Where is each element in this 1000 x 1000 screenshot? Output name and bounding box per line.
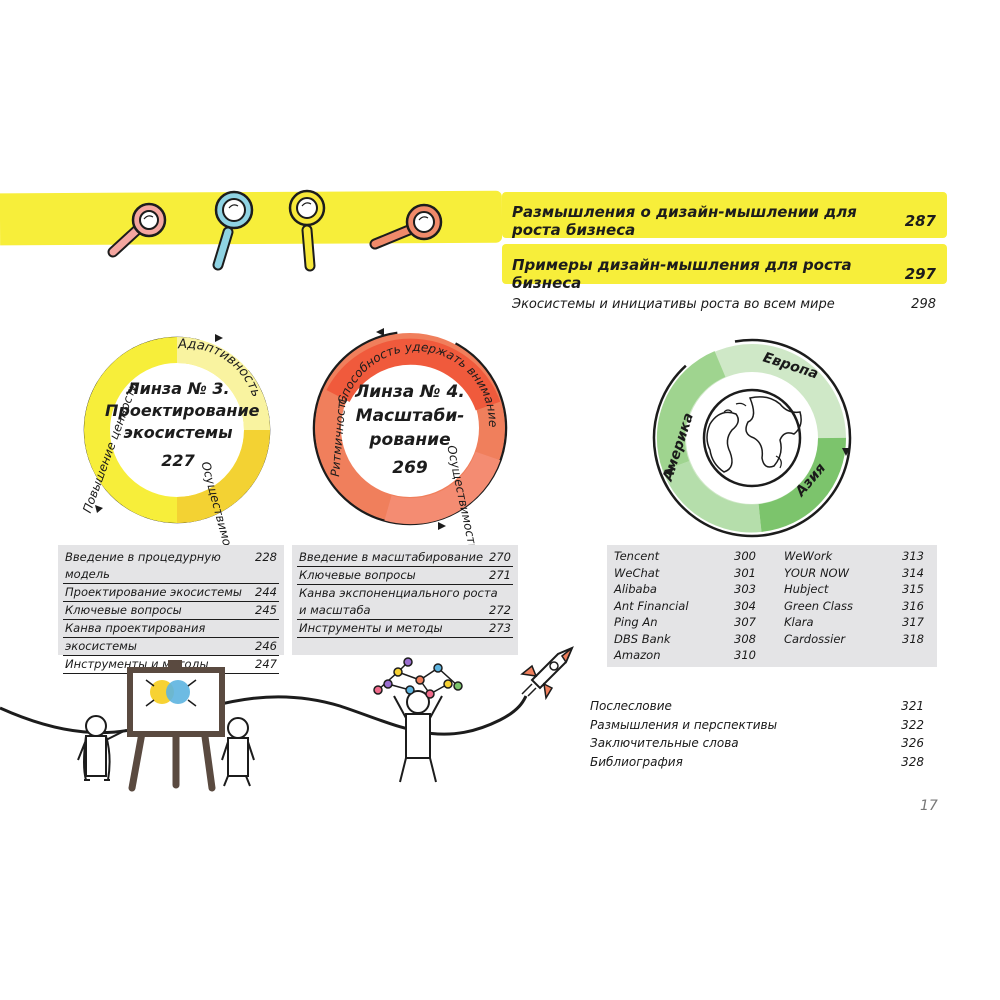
- lens4-title-line3: рование: [369, 430, 451, 450]
- lens3-title-line2: Проектирование: [105, 401, 260, 420]
- lens4-title[interactable]: Линза № 4. Масштаби- рование 269: [340, 380, 480, 480]
- magnifier-row: [107, 189, 443, 272]
- toc-entry-page: 297: [904, 265, 936, 283]
- easel-icon: [127, 660, 225, 792]
- stick-figure-icon: [393, 690, 443, 783]
- lens4-title-line1: Линза № 4.: [355, 382, 465, 402]
- companies-box: [607, 545, 937, 667]
- stick-figure-icon: [77, 715, 127, 781]
- bottom-illustration: [0, 657, 528, 792]
- magnifier-icon: [212, 190, 254, 271]
- lens3-page: 227: [161, 451, 195, 470]
- lens3-ring: Адаптивность: [83, 334, 271, 524]
- network-icon: [373, 657, 463, 699]
- page-number: 17: [920, 798, 938, 814]
- toc-entry-title: Размышления о дизайн-мышлении для роста …: [512, 203, 857, 239]
- toc-entry-page: 298: [911, 297, 936, 312]
- magnifier-icon: [369, 203, 443, 250]
- globe-ring: [652, 338, 852, 538]
- lens3-title-line3: экосистемы: [123, 423, 233, 442]
- lens3-title-line1: Линза № 3.: [126, 379, 230, 398]
- toc-highlight-2: [502, 244, 947, 284]
- rocket-icon: [520, 646, 574, 700]
- toc-entry-examples[interactable]: Примеры дизайн-мышления для роста бизнес…: [512, 256, 936, 292]
- globe-icon: [702, 388, 802, 488]
- toc-entry-title: Экосистемы и инициативы роста во всем ми…: [512, 297, 835, 312]
- lens4-page: 269: [392, 458, 428, 478]
- toc-entry-ecosystems[interactable]: Экосистемы и инициативы роста во всем ми…: [512, 297, 936, 312]
- toc-highlight-1: [502, 192, 947, 238]
- toc-entry-page: 287: [904, 212, 936, 230]
- toc-entry-title: Примеры дизайн-мышления для роста бизнес…: [512, 256, 852, 292]
- lens4-ring: Способность удержать внимание: [312, 328, 508, 530]
- toc-entry-reflections[interactable]: Размышления о дизайн-мышлении для роста …: [512, 203, 936, 239]
- index-row[interactable]: Канва проектирования: [63, 620, 279, 638]
- magnifier-icon: [107, 202, 167, 258]
- magnifier-icon: [288, 189, 326, 272]
- lens4-title-line2: Масштаби-: [355, 406, 465, 426]
- index-row[interactable]: Канва экспоненциального роста: [299, 586, 498, 600]
- stick-figure-icon: [221, 717, 255, 787]
- lens3-title[interactable]: Линза № 3. Проектирование экосистемы 227: [105, 378, 260, 472]
